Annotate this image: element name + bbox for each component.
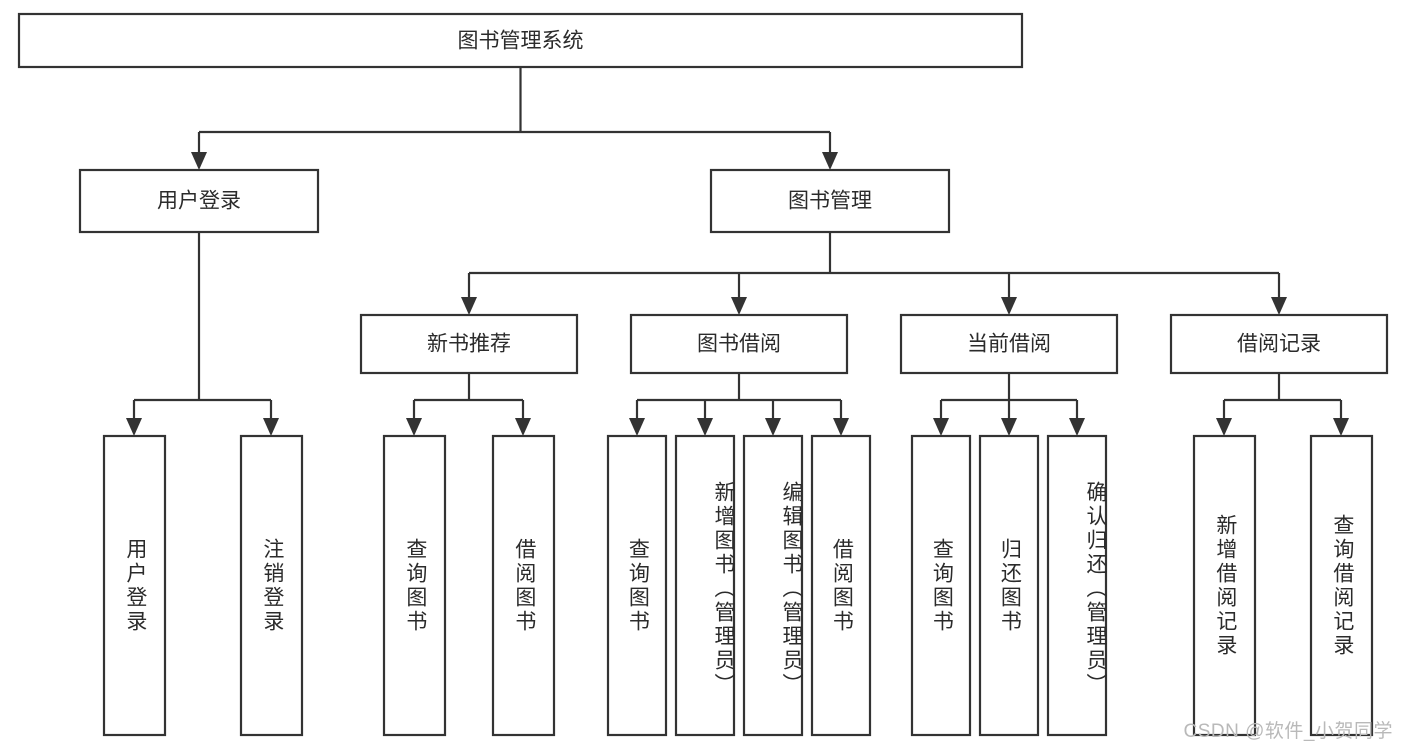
- node-user-login[interactable]: 用户登录: [78, 168, 320, 234]
- node-leaf-add-record-box[interactable]: [1192, 434, 1257, 737]
- node-user-login-label: 用户登录: [157, 190, 241, 213]
- node-current-borrow-label: 当前借阅: [967, 333, 1051, 356]
- node-current-borrow-box[interactable]: [899, 313, 1119, 375]
- node-leaf-borrow-book-1-box[interactable]: [491, 434, 556, 737]
- arrow-head-leaf-query-book-2: [629, 418, 645, 436]
- node-user-login-box[interactable]: [78, 168, 320, 234]
- arrow-head-leaf-query-book-1: [406, 418, 422, 436]
- arrow-head-leaf-edit-book: [765, 418, 781, 436]
- arrow-head-current-borrow: [1001, 297, 1017, 315]
- node-leaf-query-book-2-box[interactable]: [606, 434, 668, 737]
- arrow-head-leaf-query-book-3: [933, 418, 949, 436]
- arrow-head-leaf-query-record: [1333, 418, 1349, 436]
- node-book-manage-box[interactable]: [709, 168, 951, 234]
- arrow-head-leaf-borrow-book-2: [833, 418, 849, 436]
- node-new-book-rec-label: 新书推荐: [427, 333, 511, 356]
- node-current-borrow[interactable]: 当前借阅: [899, 313, 1119, 375]
- node-leaf-return-book-box[interactable]: [978, 434, 1040, 737]
- node-leaf-query-record-box[interactable]: [1309, 434, 1374, 737]
- node-borrow-record-box[interactable]: [1169, 313, 1389, 375]
- node-book-borrow-label: 图书借阅: [697, 333, 781, 356]
- node-leaf-add-book-box[interactable]: [674, 434, 736, 737]
- node-leaf-query-book-1-box[interactable]: [382, 434, 447, 737]
- node-book-manage[interactable]: 图书管理: [709, 168, 951, 234]
- node-new-book-rec-box[interactable]: [359, 313, 579, 375]
- node-leaf-user-logout-box[interactable]: [239, 434, 304, 737]
- arrow-head-book-borrow: [731, 297, 747, 315]
- node-leaf-borrow-book-2-box[interactable]: [810, 434, 872, 737]
- node-root[interactable]: 图书管理系统: [17, 12, 1024, 69]
- node-borrow-record-label: 借阅记录: [1237, 333, 1321, 356]
- arrow-head-leaf-return-book: [1001, 418, 1017, 436]
- arrow-head-leaf-borrow-book-1: [515, 418, 531, 436]
- node-new-book-rec[interactable]: 新书推荐: [359, 313, 579, 375]
- node-leaf-edit-book-box[interactable]: [742, 434, 804, 737]
- arrow-head-leaf-user-logout: [263, 418, 279, 436]
- node-root-box[interactable]: [17, 12, 1024, 69]
- csdn-watermark: CSDN @软件_小贺同学: [1183, 721, 1393, 742]
- node-borrow-record[interactable]: 借阅记录: [1169, 313, 1389, 375]
- leaf-box-layer: [102, 434, 1374, 737]
- arrow-head-user-login: [191, 152, 207, 170]
- node-book-borrow-box[interactable]: [629, 313, 849, 375]
- node-leaf-user-login-box[interactable]: [102, 434, 167, 737]
- arrow-head-leaf-user-login: [126, 418, 142, 436]
- arrow-head-book-manage: [822, 152, 838, 170]
- arrow-head-leaf-add-book: [697, 418, 713, 436]
- arrow-head-leaf-confirm-return: [1069, 418, 1085, 436]
- node-leaf-confirm-return-box[interactable]: [1046, 434, 1108, 737]
- node-leaf-query-book-3-box[interactable]: [910, 434, 972, 737]
- connector-layer: [126, 67, 1349, 436]
- node-root-label: 图书管理系统: [458, 30, 584, 53]
- arrow-head-leaf-add-record: [1216, 418, 1232, 436]
- arrow-head-borrow-record: [1271, 297, 1287, 315]
- arrow-head-new-book-rec: [461, 297, 477, 315]
- node-book-manage-label: 图书管理: [788, 190, 872, 213]
- node-book-borrow[interactable]: 图书借阅: [629, 313, 849, 375]
